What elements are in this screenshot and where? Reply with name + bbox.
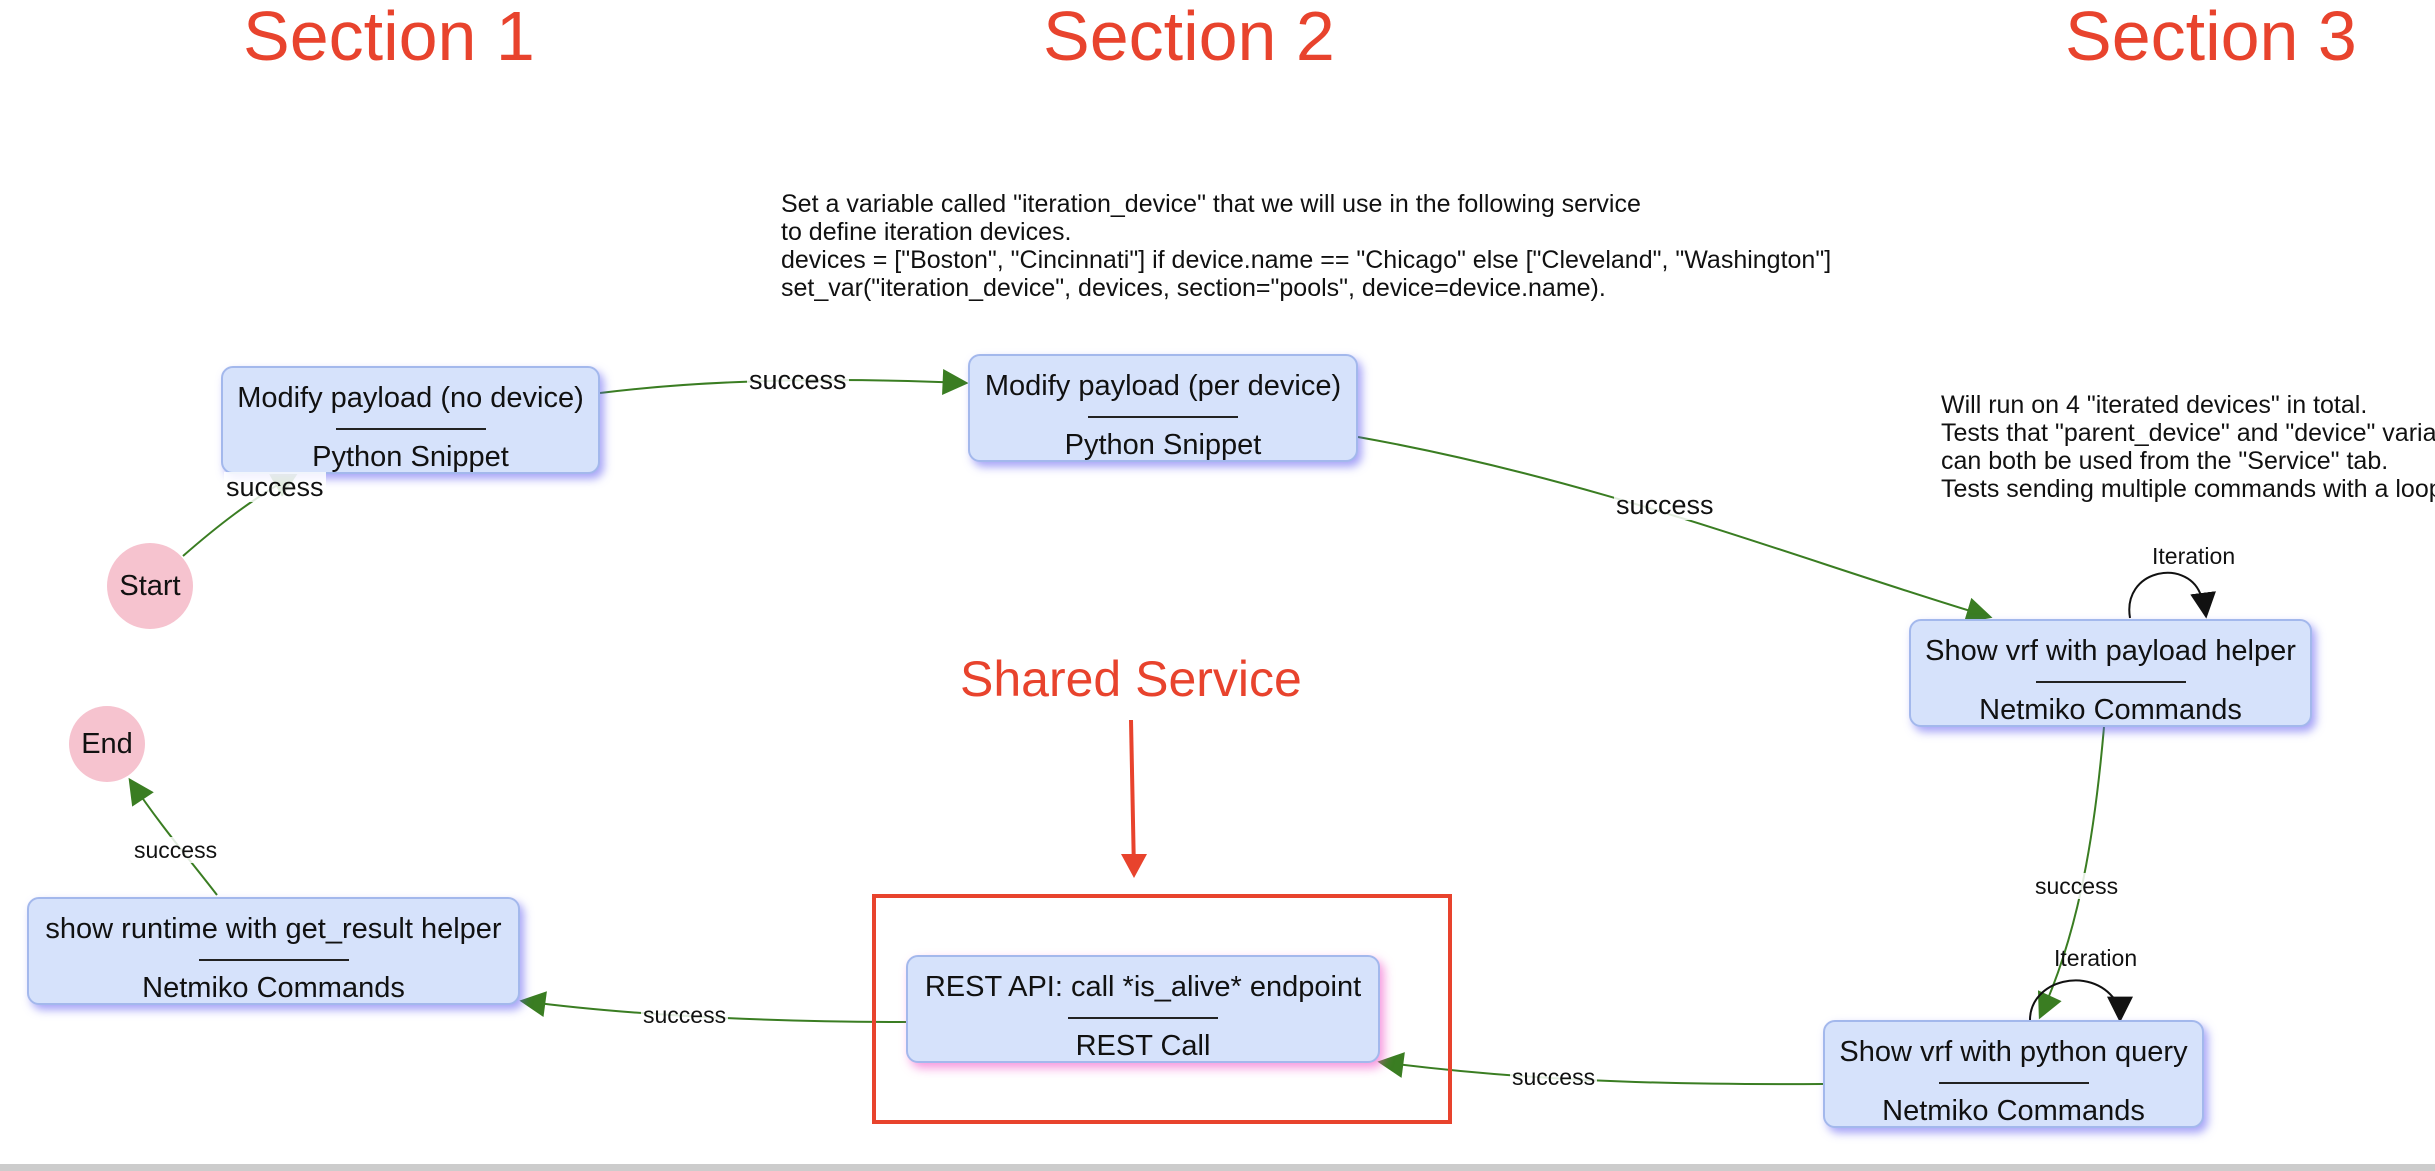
node-type: Netmiko Commands (142, 972, 405, 1004)
node-show-runtime-get-result[interactable]: show runtime with get_result helper Netm… (27, 897, 520, 1005)
node-type: Netmiko Commands (1979, 694, 2242, 726)
node-modify-payload-no-device[interactable]: Modify payload (no device) Python Snippe… (221, 366, 600, 474)
shared-service-arrow (1129, 719, 1136, 873)
iteration-loop-payload (2128, 571, 2216, 619)
shared-service-title: Shared Service (960, 651, 1302, 707)
shared-service-box (872, 894, 1452, 1124)
node-name: show runtime with get_result helper (45, 913, 502, 945)
node-rest-api-is-alive[interactable]: REST API: call *is_alive* endpoint REST … (906, 955, 1380, 1063)
node-name: REST API: call *is_alive* endpoint (924, 971, 1362, 1003)
node-show-vrf-python-query[interactable]: Show vrf with python query Netmiko Comma… (1823, 1020, 2204, 1128)
node-type: Python Snippet (312, 441, 509, 473)
edge-label-success[interactable]: success (132, 837, 220, 863)
node-name: Show vrf with payload helper (1925, 635, 2296, 667)
edge-label-success[interactable]: success (224, 472, 326, 502)
node-separator (2035, 681, 2186, 683)
iteration-label: Iteration (2054, 945, 2138, 971)
node-separator (335, 428, 486, 430)
node-name: Modify payload (per device) (984, 370, 1342, 402)
section-3-note: Will run on 4 "iterated devices" in tota… (1941, 391, 2435, 503)
edge-label-success[interactable]: success (747, 365, 849, 395)
iteration-loop-python (2029, 979, 2133, 1023)
edge-label-success[interactable]: success (1614, 490, 1716, 520)
section-1-title: Section 1 (243, 0, 535, 75)
node-separator (1088, 416, 1238, 418)
section-3-title: Section 3 (2065, 0, 2357, 75)
end-node[interactable]: End (69, 706, 145, 782)
bottom-scrollbar-strip (0, 1164, 2435, 1171)
node-type: Python Snippet (1064, 429, 1262, 461)
node-separator (1938, 1082, 2089, 1084)
section-2-title: Section 2 (1043, 0, 1335, 75)
node-show-vrf-payload-helper[interactable]: Show vrf with payload helper Netmiko Com… (1909, 619, 2312, 727)
iteration-label: Iteration (2152, 543, 2236, 569)
edge-label-success[interactable]: success (2033, 873, 2121, 899)
start-node[interactable]: Start (107, 543, 193, 629)
node-name: Show vrf with python query (1839, 1036, 2188, 1068)
edge-label-success[interactable]: success (1510, 1064, 1598, 1090)
node-modify-payload-per-device[interactable]: Modify payload (per device) Python Snipp… (968, 354, 1358, 462)
node-type: Netmiko Commands (1882, 1095, 2145, 1127)
node-name: Modify payload (no device) (237, 382, 584, 414)
edge-label-success[interactable]: success (641, 1002, 729, 1028)
node-separator (198, 959, 349, 961)
shared-service-arrowhead (1121, 854, 1147, 878)
edge-per-device-to-show-vrf-payload (1357, 436, 1993, 623)
node-separator (1068, 1017, 1218, 1019)
section-2-note: Set a variable called "iteration_device"… (781, 190, 1832, 302)
edge-show-vrf-payload-to-python (2037, 726, 2105, 1020)
node-type: REST Call (1075, 1030, 1211, 1062)
